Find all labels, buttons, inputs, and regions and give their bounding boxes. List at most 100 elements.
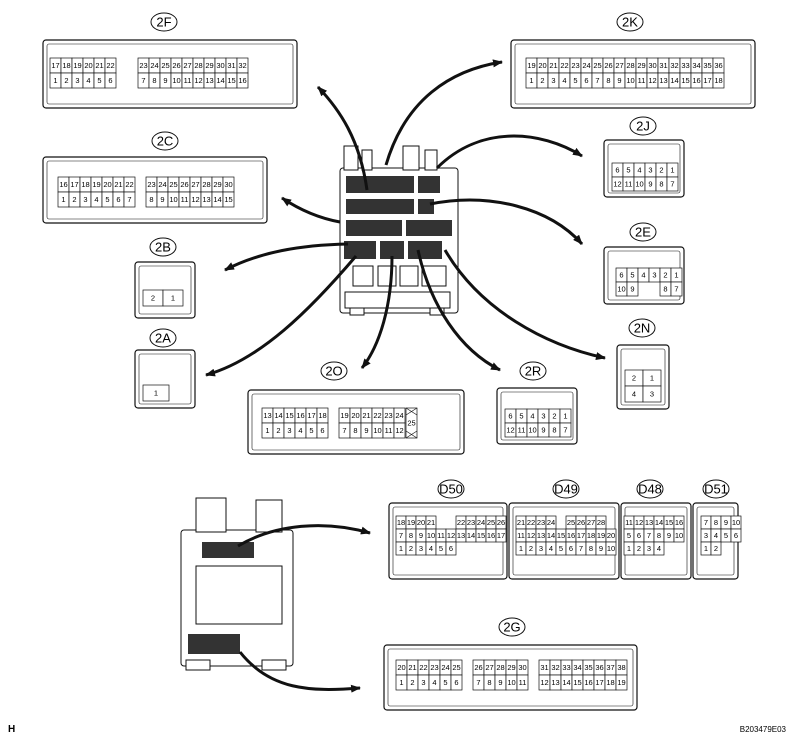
- pin-number: 13: [205, 76, 213, 85]
- pin-number: 9: [541, 426, 545, 435]
- pin-number: 27: [191, 180, 199, 189]
- pin-number: 2: [72, 195, 76, 204]
- pin-number: 7: [704, 518, 708, 527]
- pin-number: 20: [607, 531, 615, 540]
- pin-number: 5: [627, 531, 631, 540]
- pin-number: 17: [703, 76, 711, 85]
- pin-number: 24: [395, 411, 403, 420]
- pin-number: 28: [202, 180, 210, 189]
- pin-cell: [162, 289, 184, 307]
- pin-number: 32: [670, 61, 678, 70]
- pin-number: 21: [114, 180, 122, 189]
- pin-number: 3: [652, 271, 656, 280]
- pin-number: 11: [625, 180, 633, 189]
- pin-number: 13: [551, 678, 559, 687]
- pin-number: 3: [647, 544, 651, 553]
- pin-number: 16: [584, 678, 592, 687]
- pin-number: 8: [659, 180, 663, 189]
- pin-number: 30: [648, 61, 656, 70]
- pin-number: 35: [703, 61, 711, 70]
- pin-cell: [615, 674, 628, 691]
- pin-number: 20: [103, 180, 111, 189]
- arrow-to-2C: [281, 196, 341, 224]
- pin-number: 28: [496, 663, 504, 672]
- pin-number: 14: [467, 531, 475, 540]
- arrows: [205, 59, 606, 693]
- pin-number: 17: [595, 678, 603, 687]
- pin-number: 30: [224, 180, 232, 189]
- pin-number: 5: [559, 544, 563, 553]
- pin-cell: [393, 422, 406, 439]
- pin-number: 1: [53, 76, 57, 85]
- pin-number: 12: [447, 531, 455, 540]
- pin-number: 8: [714, 518, 718, 527]
- pin-number: 1: [519, 544, 523, 553]
- pin-number: 9: [724, 518, 728, 527]
- pin-cell: [123, 191, 136, 208]
- pin-number: 1: [399, 678, 403, 687]
- connector-frame: [251, 393, 461, 451]
- pin-number: 15: [665, 518, 673, 527]
- pin-number: 8: [152, 76, 156, 85]
- pin-number: 35: [584, 663, 592, 672]
- pin-number: 4: [562, 76, 566, 85]
- pin-number: 12: [648, 76, 656, 85]
- pin-number: 12: [194, 76, 202, 85]
- pin-number: 13: [263, 411, 271, 420]
- pin-number: 6: [108, 76, 112, 85]
- pin-cell: [710, 541, 722, 556]
- pin-number: 5: [309, 426, 313, 435]
- pin-number: 16: [675, 518, 683, 527]
- pin-number: 24: [547, 518, 555, 527]
- arrow-to-2O: [360, 255, 394, 369]
- pin-number: 11: [184, 76, 192, 85]
- pin-cell: [666, 176, 679, 192]
- pin-number: 22: [527, 518, 535, 527]
- pin-number: 21: [517, 518, 525, 527]
- connector-id-text: D49: [554, 482, 578, 497]
- pin-number: 13: [537, 531, 545, 540]
- pin-number: 4: [637, 166, 641, 175]
- pin-number: 9: [419, 531, 423, 540]
- arrow-to-2B: [224, 242, 349, 272]
- pin-number: 10: [528, 426, 536, 435]
- pin-cell: [653, 541, 665, 556]
- pin-number: 4: [298, 426, 302, 435]
- pin-number: 29: [205, 61, 213, 70]
- pin-cell: [316, 422, 329, 439]
- pin-number: 29: [213, 180, 221, 189]
- pin-cell: [104, 72, 117, 89]
- pin-number: 20: [351, 411, 359, 420]
- pin-number: 12: [527, 531, 535, 540]
- pin-number: 27: [183, 61, 191, 70]
- pin-number: 4: [530, 412, 534, 421]
- connector-id-text: D50: [439, 482, 463, 497]
- pin-number: 24: [582, 61, 590, 70]
- pin-number: 37: [606, 663, 614, 672]
- pin-number: 17: [497, 531, 505, 540]
- pin-number: 15: [681, 76, 689, 85]
- pin-number: 21: [362, 411, 370, 420]
- pin-cell-extra: [405, 407, 418, 439]
- pin-number: 22: [457, 518, 465, 527]
- pin-number: 3: [421, 678, 425, 687]
- pin-number: 31: [227, 61, 235, 70]
- pin-number: 14: [547, 531, 555, 540]
- arrow-to-2A: [205, 255, 358, 377]
- pin-number: 26: [180, 180, 188, 189]
- pin-number: 15: [573, 678, 581, 687]
- pin-number: 6: [637, 531, 641, 540]
- pin-number: 3: [75, 76, 79, 85]
- pin-number: 1: [704, 544, 708, 553]
- pin-number: 33: [681, 61, 689, 70]
- pin-number: 12: [613, 180, 621, 189]
- pin-number: 20: [538, 61, 546, 70]
- pin-number: 11: [638, 76, 646, 85]
- pin-number: 8: [663, 285, 667, 294]
- pin-number: 4: [657, 544, 661, 553]
- pin-number: 23: [571, 61, 579, 70]
